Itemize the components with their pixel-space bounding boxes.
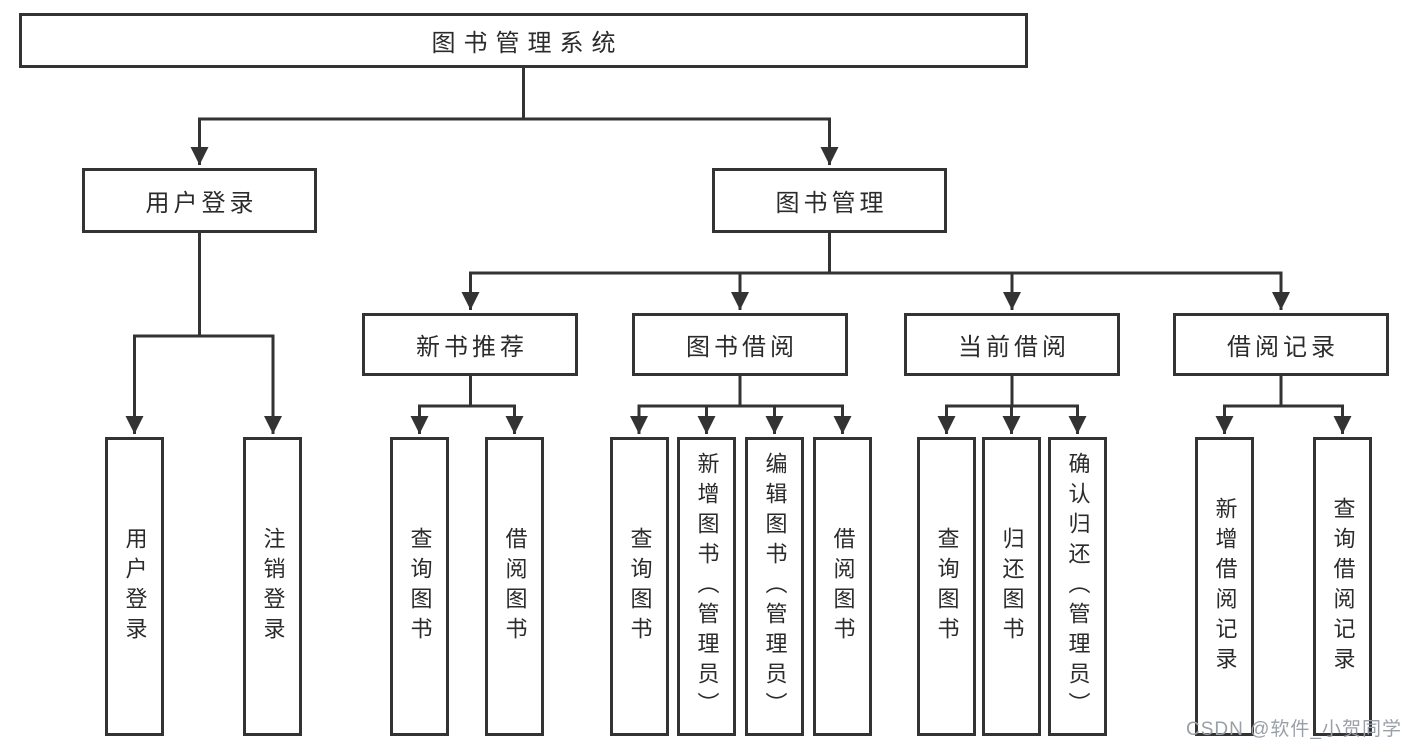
leaf-borrow-books: 借阅图书 xyxy=(813,437,872,736)
leaf-borrow-books-recommend: 借阅图书 xyxy=(485,437,544,736)
node-current-borrowing: 当前借阅 xyxy=(904,313,1120,376)
leaf-query-books-current: 查询图书 xyxy=(917,437,976,736)
node-book-borrowing: 图书借阅 xyxy=(632,313,848,376)
leaf-query-books-recommend: 查询图书 xyxy=(390,437,449,736)
node-borrow-records: 借阅记录 xyxy=(1173,313,1389,376)
leaf-return-books: 归还图书 xyxy=(982,437,1041,736)
node-new-book-recommend: 新书推荐 xyxy=(362,313,578,376)
leaf-add-borrow-record: 新增借阅记录 xyxy=(1195,437,1254,736)
node-library-system: 图书管理系统 xyxy=(19,13,1028,68)
leaf-add-book-admin: 新增图书（管理员） xyxy=(677,437,736,736)
leaf-confirm-return-admin: 确认归还（管理员） xyxy=(1048,437,1107,736)
node-user-login: 用户登录 xyxy=(82,168,317,233)
leaf-user-login: 用户登录 xyxy=(105,437,164,736)
leaf-edit-book-admin: 编辑图书（管理员） xyxy=(745,437,804,736)
leaf-query-borrow-record: 查询借阅记录 xyxy=(1313,437,1372,736)
watermark: CSDN @软件_小贺同学 xyxy=(1186,719,1402,740)
leaf-logout: 注销登录 xyxy=(243,437,302,736)
leaf-query-books-borrowing: 查询图书 xyxy=(610,437,669,736)
node-book-management: 图书管理 xyxy=(712,168,947,233)
